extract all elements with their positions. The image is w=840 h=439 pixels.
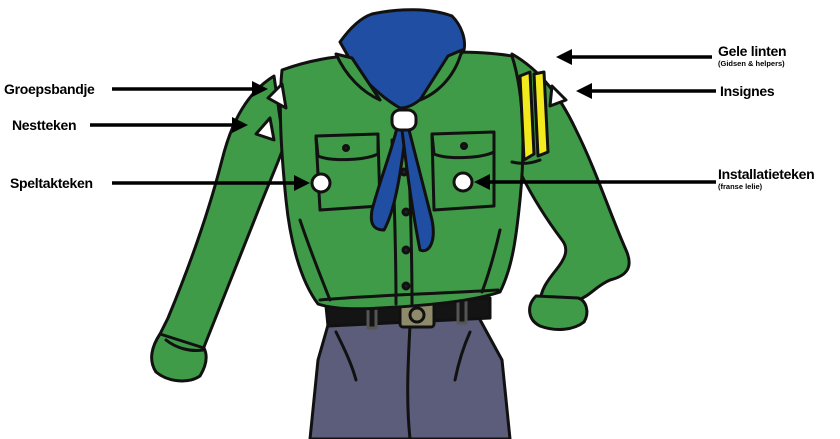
placket-button-4 <box>403 283 409 289</box>
label-nestteken-text: Nestteken <box>12 117 76 133</box>
left-sleeve <box>158 76 284 352</box>
label-installatieteken-subtext: (franse lelie) <box>718 183 814 191</box>
yellow-ribbon-2 <box>534 72 548 156</box>
label-gele-linten-subtext: (Gidsen & helpers) <box>718 60 786 68</box>
belt-buckle-ring <box>410 308 424 322</box>
label-nestteken: Nestteken <box>12 118 76 132</box>
speltakteken-badge <box>312 174 330 192</box>
label-groepsbandje: Groepsbandje <box>4 82 95 96</box>
right-pocket-button <box>462 144 467 149</box>
arrowhead-gele-linten <box>556 49 572 65</box>
arrowhead-insignes <box>576 83 592 99</box>
label-speltakteken-text: Speltakteken <box>10 175 93 191</box>
installatieteken-badge <box>454 173 472 191</box>
label-installatieteken-text: Installatieteken <box>718 166 814 182</box>
right-cuff <box>530 296 587 329</box>
label-groepsbandje-text: Groepsbandje <box>4 81 95 97</box>
label-installatieteken: Installatieteken (franse lelie) <box>718 167 814 191</box>
label-insignes-text: Insignes <box>720 83 774 99</box>
yellow-ribbon-1 <box>520 72 534 160</box>
placket-button-2 <box>403 209 409 215</box>
placket-button-3 <box>403 247 409 253</box>
belt-loop-right <box>458 299 466 323</box>
label-gele-linten-text: Gele linten <box>718 43 786 59</box>
insignes-badge <box>550 86 566 106</box>
label-insignes: Insignes <box>720 84 774 98</box>
left-pocket-button <box>344 146 349 151</box>
scarf-woggle <box>392 110 416 130</box>
label-speltakteken: Speltakteken <box>10 176 93 190</box>
label-gele-linten: Gele linten (Gidsen & helpers) <box>718 44 786 68</box>
